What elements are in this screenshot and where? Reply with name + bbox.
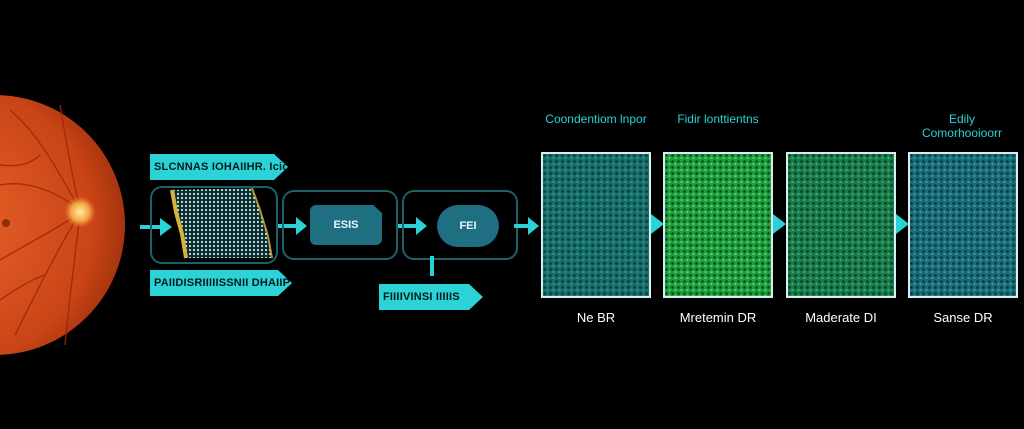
input-arrow xyxy=(160,218,172,236)
severe-dr-texture xyxy=(910,154,1016,296)
feature-extraction-arrow: SLCNNAS IOHAIIHR. Icicie xyxy=(150,154,288,180)
stage-arrow-1 xyxy=(651,214,664,234)
block-two: FEI xyxy=(437,205,499,247)
column-header-4-line2: Comorhooioorr xyxy=(921,126,1003,140)
column-header-4-line1: Edily xyxy=(948,112,975,126)
stage-label-no-dr: Ne BR xyxy=(576,310,616,325)
stage-arrow-3 xyxy=(896,214,909,234)
patch-frame xyxy=(150,186,278,264)
connector-3-head xyxy=(528,217,539,235)
block-one: ESIS xyxy=(310,205,382,245)
stage-label-severe-dr: Sanse DR xyxy=(933,310,993,325)
column-header-1: Coondentiom lnpor xyxy=(545,112,647,126)
moderate-dr-texture xyxy=(788,154,894,296)
connector-3 xyxy=(514,224,530,228)
connector-1 xyxy=(278,224,298,228)
mild-dr-texture-panel xyxy=(663,152,773,298)
no-dr-texture-panel xyxy=(541,152,651,298)
connector-2-head xyxy=(416,217,427,235)
stage-label-moderate-dr: Maderate DI xyxy=(805,310,877,325)
retina-image xyxy=(0,95,125,355)
connector-1-head xyxy=(296,217,307,235)
column-header-2: Fidir lonttientns xyxy=(677,112,759,126)
no-dr-texture xyxy=(543,154,649,296)
block-one-frame xyxy=(282,190,398,260)
mild-dr-texture xyxy=(665,154,771,296)
severe-dr-texture-panel xyxy=(908,152,1018,298)
moderate-dr-texture-panel xyxy=(786,152,896,298)
dotted-patch-image xyxy=(170,188,273,259)
preprocessing-arrow: PAIIDISRIIIIISSNII DHAIIP xyxy=(150,270,292,296)
stage-arrow-2 xyxy=(773,214,786,234)
classification-arrow: FIIIIVINSI IIIIIS xyxy=(379,284,483,310)
branch-line xyxy=(430,256,434,276)
stage-label-mild-dr: Mretemin DR xyxy=(679,310,757,325)
connector-2 xyxy=(398,224,418,228)
